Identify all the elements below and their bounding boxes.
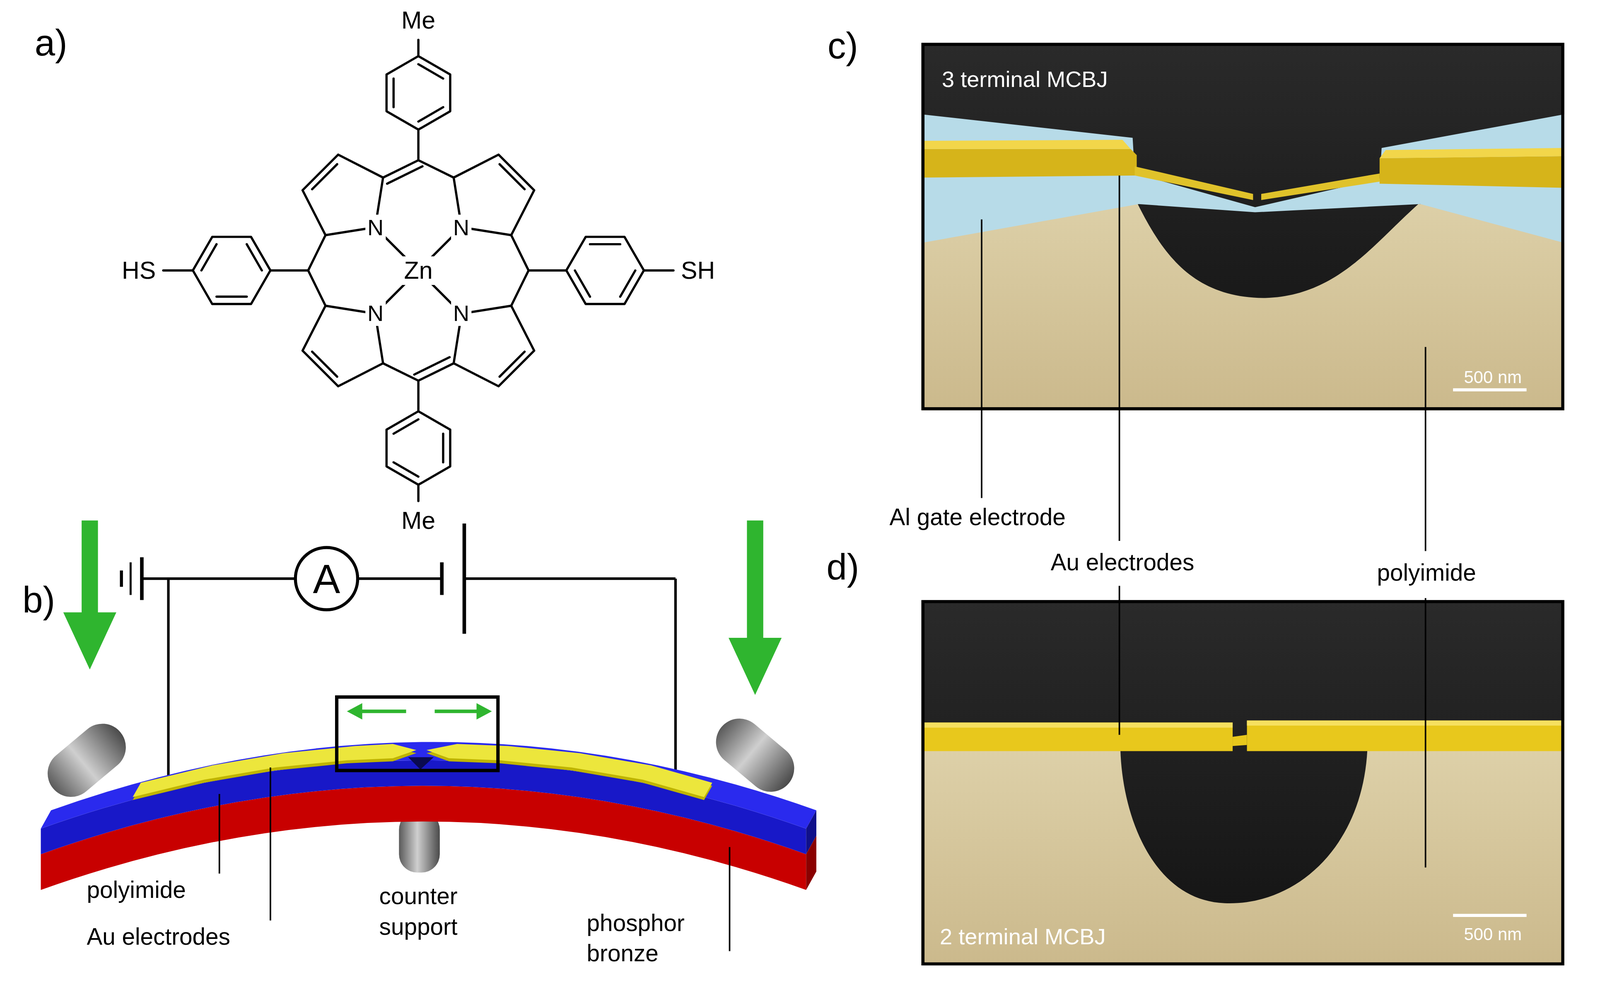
- panel-letter: b): [22, 579, 56, 622]
- sem-image-2-terminal: [1232, 734, 1247, 746]
- leader-line: [269, 767, 272, 921]
- pyrrole-ring: [418, 270, 535, 387]
- sem-image-3-terminal: [1261, 173, 1380, 201]
- image-caption: 3 terminal MCBJ: [941, 66, 1108, 93]
- double-bond: [387, 166, 423, 184]
- leader-line: [728, 847, 731, 951]
- pyrrole-ring: [418, 154, 535, 271]
- sem-image-3-terminal: [921, 139, 1131, 150]
- roller: [38, 714, 136, 807]
- leader-line: [980, 219, 983, 499]
- bending-beam: [806, 835, 817, 891]
- roller: [38, 709, 804, 807]
- sem-image-3-terminal: [921, 198, 1565, 411]
- sem-image-3-terminal: [921, 149, 1137, 178]
- atom-label: SH: [678, 256, 717, 285]
- part-label: polyimide: [86, 876, 186, 904]
- circuit-wires: [439, 562, 444, 596]
- part-label: polyimide: [1377, 559, 1477, 587]
- force-arrow: [728, 637, 782, 696]
- atom-label: N: [451, 214, 472, 241]
- strain-arrow: [476, 703, 493, 720]
- sem-image-2-terminal: [921, 600, 1565, 966]
- sem-image-3-terminal: [1134, 166, 1254, 201]
- part-label: Au electrodes: [1050, 548, 1195, 576]
- sem-image-3-terminal: [1379, 147, 1565, 159]
- phenyl-ring: [528, 236, 674, 305]
- atom-label: Me: [399, 6, 438, 35]
- sem-image-3-terminal: [921, 42, 1565, 411]
- leader-line: [218, 793, 221, 874]
- strain-arrow: [347, 703, 363, 720]
- panel-letter: d): [826, 546, 860, 589]
- panel-letter: a): [34, 21, 68, 64]
- bending-beam: [407, 757, 434, 770]
- circuit-wires: [166, 578, 170, 782]
- phenyl-ring: [163, 236, 309, 305]
- leader-line: [1424, 598, 1427, 868]
- ammeter-symbol: A: [294, 545, 360, 612]
- force-arrow: [81, 520, 98, 615]
- phenyl-ring: [386, 39, 451, 161]
- leader-line: [1424, 347, 1427, 552]
- leader-line: [1118, 585, 1121, 735]
- atom-label: N: [365, 300, 386, 326]
- pyrrole-ring: [302, 154, 419, 271]
- circuit-wires: [464, 577, 676, 580]
- atom-label: N: [365, 214, 386, 241]
- panel-letter: c): [827, 24, 859, 68]
- sem-panel: 3 terminal MCBJ 500 nm: [921, 42, 1565, 411]
- force-arrow: [63, 612, 117, 670]
- sem-image-2-terminal: [921, 722, 1233, 752]
- sem-image-3-terminal: [1452, 388, 1527, 392]
- phenyl-ring: [386, 380, 451, 502]
- sem-panel: 2 terminal MCBJ 500 nm: [921, 600, 1565, 966]
- part-label: Al gate electrode: [889, 504, 1066, 531]
- strain-arrow: [347, 703, 493, 720]
- circuit-wires: [129, 562, 132, 596]
- sem-image-2-terminal: [921, 722, 1233, 728]
- force-arrow: [63, 520, 782, 696]
- sem-image-2-terminal: [1247, 720, 1565, 752]
- leader-line: [1118, 175, 1121, 541]
- bending-beam: [41, 741, 817, 890]
- image-caption: 2 terminal MCBJ: [939, 924, 1106, 950]
- force-arrow: [746, 520, 763, 640]
- meter-letter: A: [312, 558, 341, 600]
- sem-image-2-terminal: [1452, 914, 1527, 918]
- sem-image-3-terminal: [1379, 156, 1565, 188]
- circuit-wires: [674, 578, 677, 779]
- strain-arrow: [434, 709, 480, 714]
- sem-image-2-terminal: [921, 750, 1565, 966]
- double-bond: [414, 357, 450, 375]
- atom-label: Zn: [402, 256, 435, 285]
- sem-image-3-terminal: [921, 42, 1565, 411]
- zoom-box: [336, 697, 498, 771]
- strain-arrow: [359, 709, 406, 714]
- part-label: Au electrodes: [86, 923, 230, 951]
- circuit-wires: [141, 577, 296, 580]
- pyrrole-ring: [302, 270, 419, 387]
- circuit-wires: [119, 570, 123, 587]
- porphyrin-structure: [163, 39, 674, 502]
- sem-image-2-terminal: [921, 600, 1565, 966]
- scale-bar-label: 500 nm: [1463, 924, 1522, 945]
- roller: [706, 709, 804, 802]
- sem-image-2-terminal: [1247, 720, 1565, 726]
- bending-beam: [41, 741, 817, 829]
- scale-bar-label: 500 nm: [1463, 367, 1522, 388]
- atom-label: HS: [119, 256, 158, 285]
- circuit-wires: [357, 577, 442, 580]
- part-label: phosphor bronze: [586, 908, 710, 970]
- atom-label: N: [451, 300, 472, 326]
- sem-image-3-terminal: [921, 114, 1565, 243]
- atom-label: Me: [399, 506, 438, 535]
- part-label: counter support: [357, 881, 480, 943]
